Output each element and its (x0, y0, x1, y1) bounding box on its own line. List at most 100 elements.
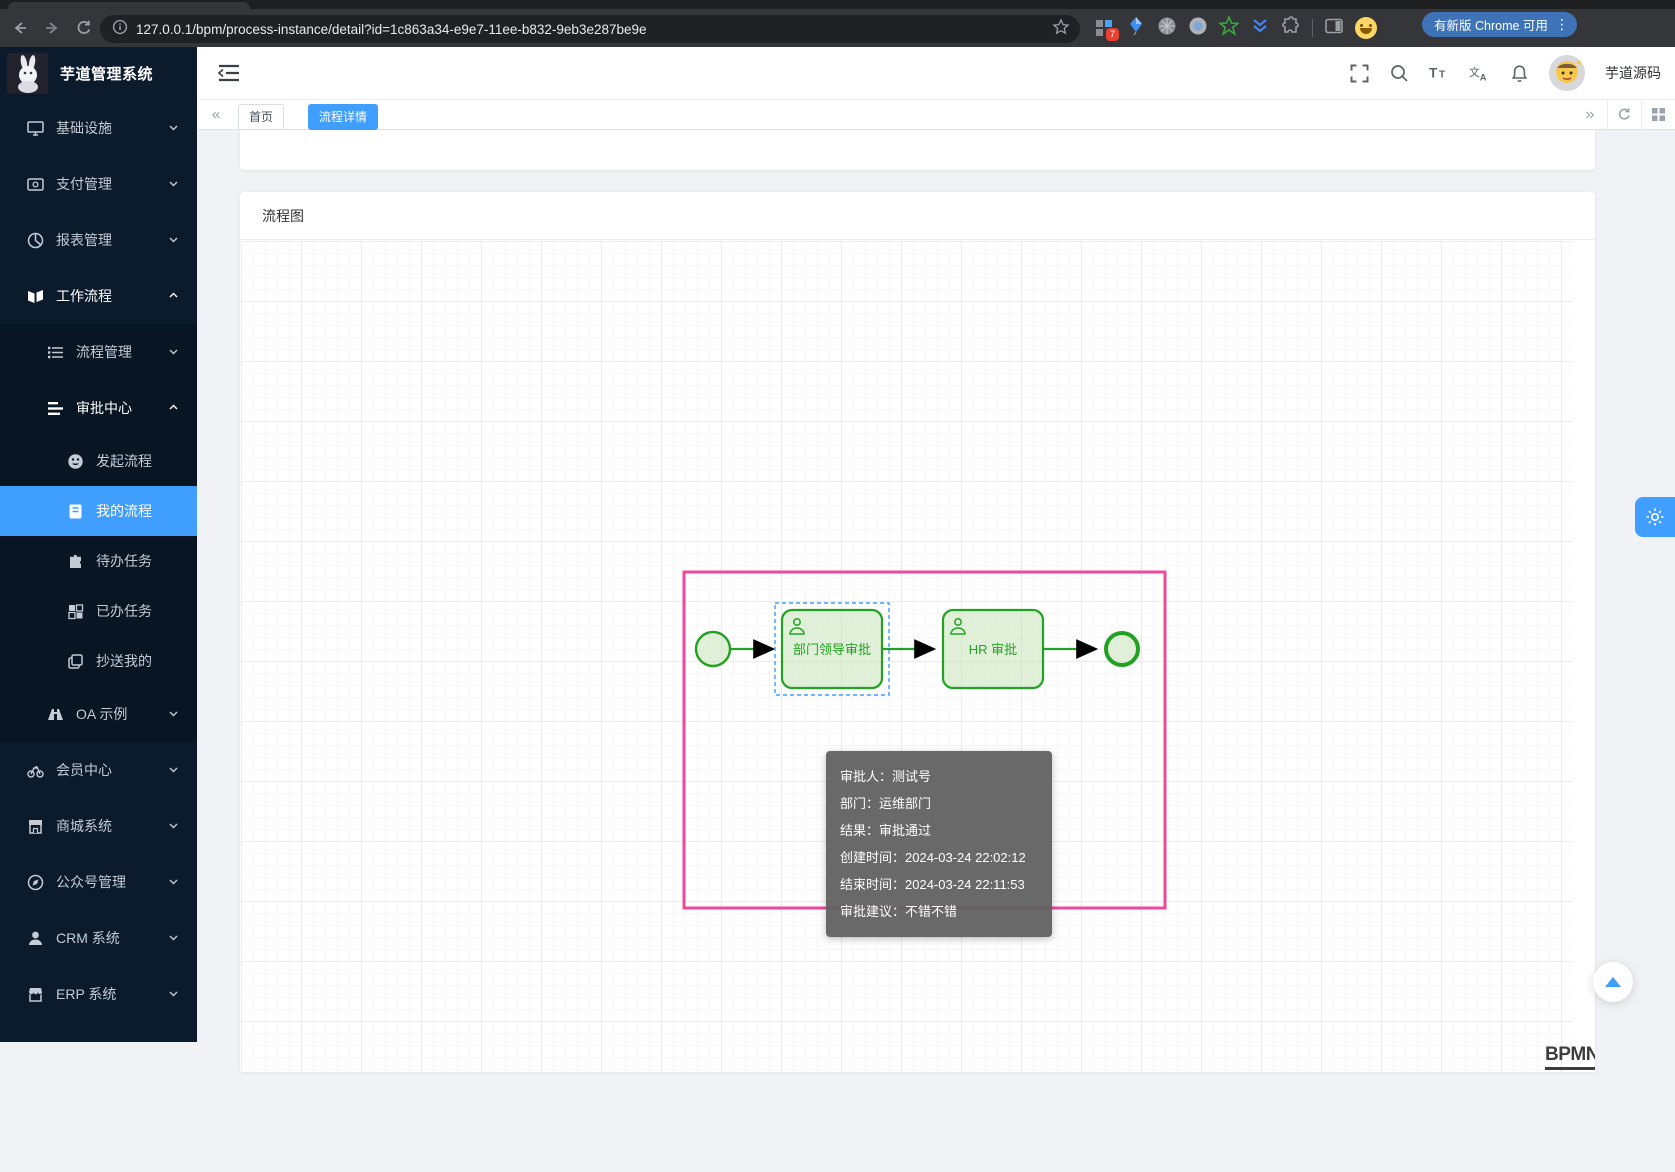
sidebar-item-member-center[interactable]: 会员中心 (0, 742, 197, 798)
tab-home[interactable]: 首页 (238, 104, 284, 130)
todo-task-icon (67, 553, 84, 570)
crm-icon (27, 930, 44, 947)
sidebar-item-label: 流程管理 (76, 342, 132, 362)
back-to-top-button[interactable] (1593, 962, 1633, 1002)
sidebar-item-mall-system[interactable]: 商城系统 (0, 798, 197, 854)
sidebar-item-label: 我的流程 (96, 501, 152, 521)
oa-demo-icon (47, 706, 64, 723)
app-logo[interactable]: 芋道管理系统 (0, 47, 197, 100)
tags-scroll-right-icon[interactable]: » (1573, 100, 1607, 129)
extension-badge: 7 (1106, 28, 1119, 41)
refresh-icon[interactable] (1607, 100, 1641, 129)
side-panel-icon[interactable] (1324, 16, 1344, 41)
sidebar-item-erp-system[interactable]: ERP 系统 (0, 966, 197, 1022)
sidebar-item-crm-system[interactable]: CRM 系统 (0, 910, 197, 966)
bell-icon[interactable] (1509, 63, 1529, 83)
round-blue-extension-icon[interactable] (1188, 16, 1208, 41)
bookmark-star-icon[interactable] (1052, 18, 1070, 40)
sidebar-item-label: CRM 系统 (56, 928, 120, 948)
fullscreen-icon[interactable] (1349, 63, 1369, 83)
browser-active-tab[interactable] (8, 2, 250, 9)
tooltip-row-department: 部门：运维部门 (840, 790, 1038, 817)
sidebar-item-done-tasks[interactable]: 已办任务 (0, 586, 197, 636)
url-bar[interactable]: 127.0.0.1/bpm/process-instance/detail?id… (100, 15, 1080, 43)
search-icon[interactable] (1389, 63, 1409, 83)
sidebar-item-official-account[interactable]: 公众号管理 (0, 854, 197, 910)
translate-icon[interactable]: 文A (1469, 63, 1489, 83)
sidebar-item-cc-me[interactable]: 抄送我的 (0, 636, 197, 686)
tooltip-row-create-time: 创建时间：2024-03-24 22:02:12 (840, 844, 1038, 871)
chevron-up-icon (168, 400, 179, 416)
puzzle-extensions-icon[interactable] (1281, 16, 1301, 41)
sidebar-item-workflow[interactable]: 工作流程 (0, 268, 197, 324)
chevron-down-icon (168, 874, 179, 890)
sidebar-item-todo-tasks[interactable]: 待办任务 (0, 536, 197, 586)
url-text[interactable]: 127.0.0.1/bpm/process-instance/detail?id… (136, 22, 647, 37)
sidebar-item-approval-center[interactable]: 审批中心 (0, 380, 197, 436)
sidebar-item-label: 基础设施 (56, 118, 112, 138)
browser-menu-icon[interactable]: ⋮ (1555, 16, 1569, 33)
main-content: 流程图 (197, 130, 1675, 1042)
svg-text:A: A (1480, 72, 1487, 82)
sidebar-item-label: 会员中心 (56, 760, 112, 780)
browser-tab-strip (0, 0, 1675, 9)
bpmn-start-event[interactable] (696, 632, 730, 666)
bpmn-end-event[interactable] (1106, 633, 1138, 665)
approval-center-icon (47, 400, 64, 417)
forward-icon[interactable] (40, 16, 64, 40)
layout-grid-icon[interactable] (1641, 100, 1675, 129)
green-star-extension-icon[interactable] (1219, 16, 1239, 41)
bpmn-io-watermark[interactable]: BPMN.iO (1545, 1044, 1595, 1070)
extension-row: 7 (1095, 9, 1377, 47)
chevron-up-icon (168, 288, 179, 304)
reload-icon[interactable] (72, 16, 96, 40)
bpmn-canvas[interactable]: 部门领导审批 HR 审批 (241, 241, 1573, 1072)
theme-settings-button[interactable] (1635, 497, 1675, 537)
round-gray-extension-icon[interactable] (1157, 16, 1177, 41)
svg-text:文: 文 (1469, 64, 1480, 78)
logo-image (7, 53, 48, 94)
tooltip-row-result: 结果：审批通过 (840, 817, 1038, 844)
workflow-submenu: 流程管理 审批中心 发起流程 我的流程 待办任务 已办任务 抄送我的 (0, 324, 197, 742)
sidebar-item-process-manage[interactable]: 流程管理 (0, 324, 197, 380)
sidebar-item-start-process[interactable]: 发起流程 (0, 436, 197, 486)
back-icon[interactable] (8, 16, 32, 40)
sidebar-item-report[interactable]: 报表管理 (0, 212, 197, 268)
chrome-update-button[interactable]: 有新版 Chrome 可用 ⋮ (1422, 12, 1577, 37)
sidebar-item-label: 抄送我的 (96, 651, 152, 671)
profile-avatar-emoji[interactable] (1355, 17, 1377, 39)
scrolled-card-bottom (240, 130, 1595, 170)
sidebar-item-my-process[interactable]: 我的流程 (0, 486, 197, 536)
sidebar-item-payment[interactable]: 支付管理 (0, 156, 197, 212)
sidebar-item-label: OA 示例 (76, 704, 127, 724)
kite-extension-icon[interactable] (1126, 16, 1146, 41)
blue-chevrons-extension-icon[interactable] (1250, 16, 1270, 41)
chevron-down-icon (168, 818, 179, 834)
user-avatar[interactable] (1549, 55, 1585, 91)
cc-me-icon (67, 653, 84, 670)
sidebar-item-label: ERP 系统 (56, 984, 116, 1004)
sidebar-item-label: 报表管理 (56, 230, 112, 250)
tags-scroll-left-icon[interactable]: « (199, 100, 233, 129)
site-info-icon[interactable] (112, 19, 128, 40)
sidebar-item-label: 发起流程 (96, 451, 152, 471)
official-account-icon (27, 874, 44, 891)
chrome-update-label: 有新版 Chrome 可用 (1434, 15, 1548, 34)
sidebar-item-infrastructure[interactable]: 基础设施 (0, 100, 197, 156)
tooltip-row-end-time: 结束时间：2024-03-24 22:11:53 (840, 871, 1038, 898)
gear-icon (1645, 507, 1665, 527)
username[interactable]: 芋道源码 (1605, 63, 1661, 83)
chevron-down-icon (168, 986, 179, 1002)
tab-process-detail[interactable]: 流程详情 (308, 104, 378, 130)
card-title: 流程图 (240, 192, 1595, 240)
font-size-icon[interactable]: TT (1429, 63, 1449, 83)
sidebar-item-oa-demo[interactable]: OA 示例 (0, 686, 197, 742)
collapse-menu-icon[interactable] (218, 63, 240, 83)
app-header: TT 文A 芋道源码 (197, 47, 1675, 100)
sidebar-item-label: 已办任务 (96, 601, 152, 621)
monitor-icon (27, 120, 44, 137)
chevron-down-icon (168, 762, 179, 778)
tooltip-row-approver: 审批人：测试号 (840, 763, 1038, 790)
extension-grid-icon[interactable]: 7 (1095, 18, 1115, 38)
process-diagram-card: 流程图 (240, 192, 1595, 1072)
